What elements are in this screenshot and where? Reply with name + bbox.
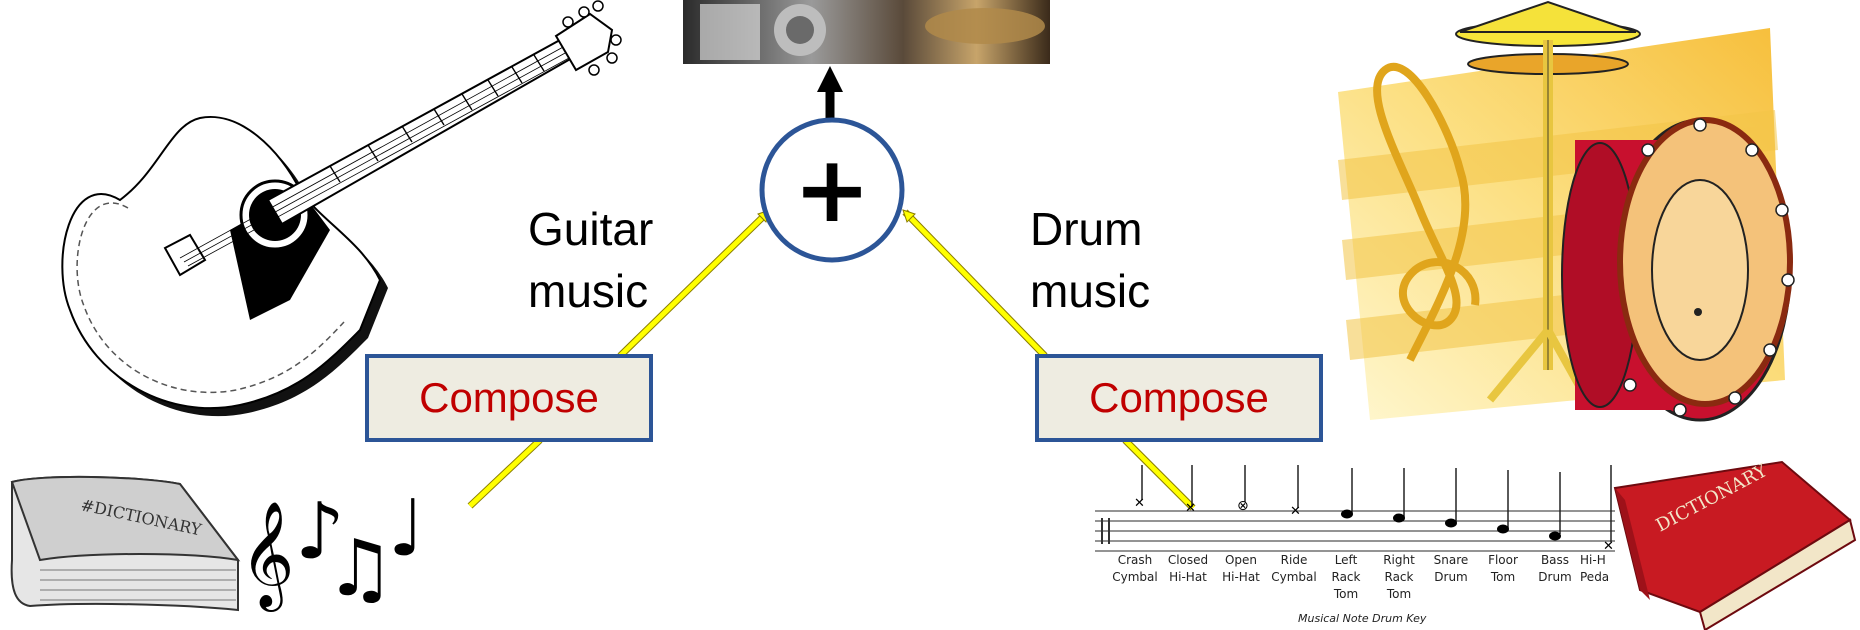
svg-text:♩: ♩	[388, 484, 425, 574]
compose-drum-label: Compose	[1089, 374, 1269, 421]
svg-text:𝄞: 𝄞	[240, 500, 294, 612]
guitar-music-label: Guitar music	[528, 198, 653, 322]
svg-text:✕: ✕	[1185, 501, 1196, 516]
svg-text:⊗: ⊗	[1237, 498, 1249, 514]
drum-key-caption: Musical Note Drum Key	[1298, 612, 1427, 625]
music-notes-icon: 𝄞 ♪ ♫ ♩	[240, 484, 425, 614]
compose-guitar-box: Compose	[365, 354, 653, 442]
svg-text:♪: ♪	[295, 487, 345, 577]
svg-text:✕: ✕	[1290, 504, 1301, 519]
compose-drum-box: Compose	[1035, 354, 1323, 442]
combine-symbol: +	[793, 136, 871, 243]
combine-node	[759, 117, 905, 263]
drum-label-line2: music	[1030, 265, 1151, 317]
drum-music-label: Drum music	[1030, 198, 1150, 322]
drum-kit-icon	[1338, 0, 1795, 422]
output-arrow	[817, 66, 843, 120]
compose-guitar-label: Compose	[419, 374, 599, 421]
svg-text:✕: ✕	[1603, 539, 1614, 554]
guitar-label-line2: music	[528, 265, 649, 317]
dictionary-icon: #DICTIONARY	[10, 475, 241, 612]
guitar-label-line1: Guitar	[528, 203, 654, 255]
band-photo	[683, 0, 1050, 64]
svg-text:♫: ♫	[325, 524, 395, 614]
guitar-icon	[61, 0, 622, 417]
svg-text:✕: ✕	[1134, 496, 1145, 511]
drum-label-line1: Drum	[1030, 203, 1143, 255]
drum-key-staff: ✕ ✕ ⊗ ✕ ✕	[1095, 465, 1615, 554]
dictionary-right-icon: DICTIONARY	[1613, 460, 1857, 630]
connector-lines	[467, 209, 1196, 511]
